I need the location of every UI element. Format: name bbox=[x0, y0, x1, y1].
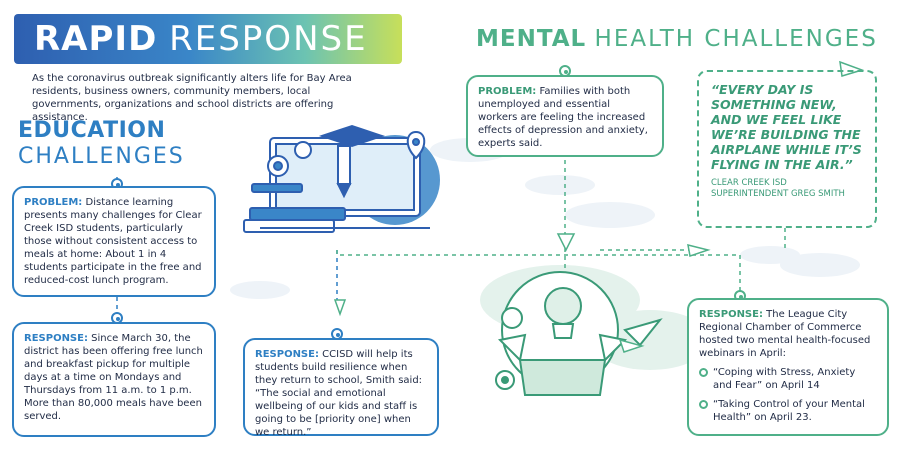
mh-heading-light: HEALTH CHALLENGES bbox=[594, 26, 878, 52]
bullet-text: “Coping with Stress, Anxiety and Fear” o… bbox=[713, 367, 856, 391]
quote-box: “EVERY DAY IS SOMETHING NEW, AND WE FEEL… bbox=[697, 70, 877, 228]
card-text: Families with both unemployed and essent… bbox=[478, 86, 648, 149]
card-lead: PROBLEM: bbox=[478, 86, 537, 97]
card-lead: RESPONSE: bbox=[255, 349, 319, 360]
quote-attr-line2: SUPERINTENDENT GREG SMITH bbox=[711, 189, 845, 199]
bullet-dot bbox=[699, 400, 708, 409]
mh-problem-card: PROBLEM: Families with both unemployed a… bbox=[466, 75, 664, 157]
computer-books-icon bbox=[243, 124, 440, 233]
education-response-card: RESPONSE: Since March 30, the district h… bbox=[12, 322, 216, 437]
card-text: CCISD will help its students build resil… bbox=[255, 349, 423, 438]
title-banner bbox=[14, 14, 402, 64]
mh-response-card: RESPONSE: The League City Regional Chamb… bbox=[687, 298, 889, 436]
title-light: RESPONSE bbox=[169, 19, 368, 59]
education-problem-card: PROBLEM: Distance learning presents many… bbox=[12, 186, 216, 297]
page-title: RAPID RESPONSE bbox=[34, 14, 368, 64]
title-bold: RAPID bbox=[34, 19, 158, 59]
quote-attr-line1: CLEAR CREEK ISD bbox=[711, 178, 787, 188]
bullet-dot bbox=[699, 368, 708, 377]
intro-text: As the coronavirus outbreak significantl… bbox=[32, 73, 352, 123]
quote-attribution: CLEAR CREEK ISD SUPERINTENDENT GREG SMIT… bbox=[711, 178, 863, 200]
card-lead: RESPONSE: bbox=[24, 333, 88, 344]
brain-lightbulb-icon bbox=[495, 271, 663, 396]
card-text: Since March 30, the district has been of… bbox=[24, 333, 203, 422]
mh-heading-bold: MENTAL bbox=[476, 26, 587, 52]
education-heading: EDUCATION bbox=[18, 118, 166, 143]
list-item: “Taking Control of your Mental Health” o… bbox=[699, 398, 877, 424]
card-lead: RESPONSE: bbox=[699, 309, 763, 320]
education-subheading: CHALLENGES bbox=[18, 144, 185, 169]
education-response2-card: RESPONSE: CCISD will help its students b… bbox=[243, 338, 439, 438]
bullet-text: “Taking Control of your Mental Health” o… bbox=[713, 399, 865, 423]
mental-health-heading: MENTAL HEALTH CHALLENGES bbox=[476, 26, 878, 52]
card-lead: PROBLEM: bbox=[24, 197, 83, 208]
card-text: The League City Regional Chamber of Comm… bbox=[699, 309, 871, 359]
card-text: Distance learning presents many challeng… bbox=[24, 197, 202, 286]
list-item: “Coping with Stress, Anxiety and Fear” o… bbox=[699, 366, 877, 392]
quote-text: “EVERY DAY IS SOMETHING NEW, AND WE FEEL… bbox=[711, 82, 862, 172]
